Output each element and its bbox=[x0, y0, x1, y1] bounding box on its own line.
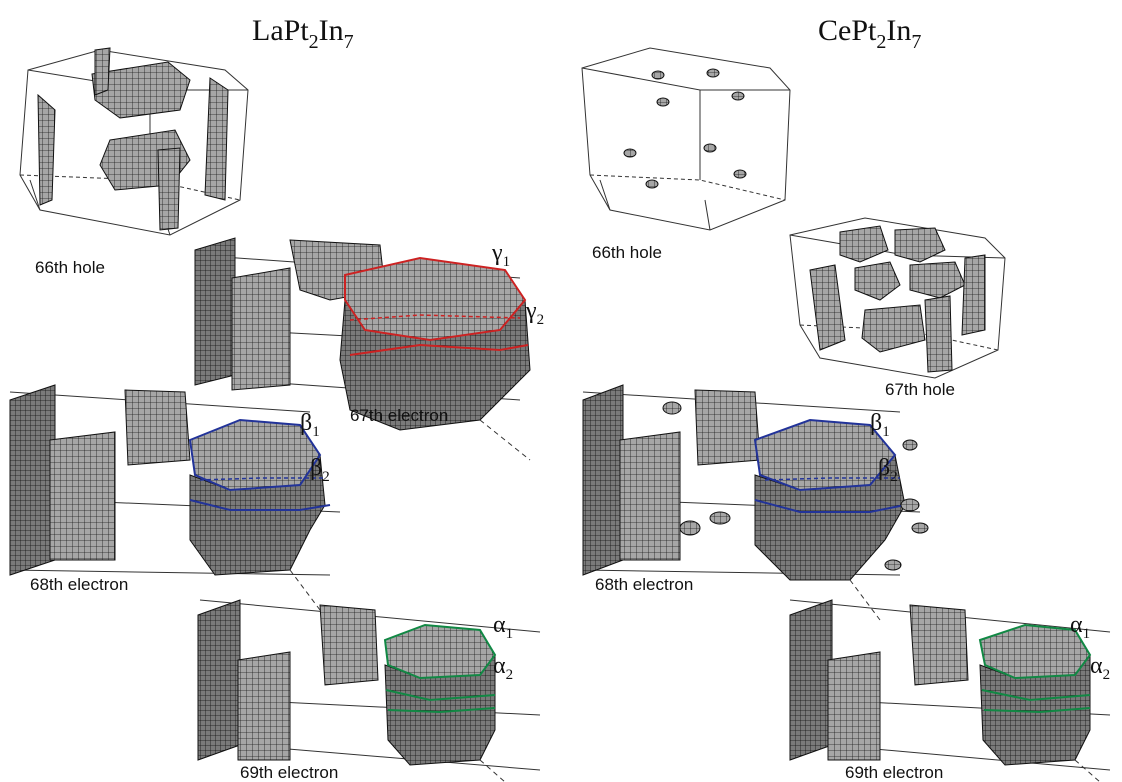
left-67-surface bbox=[194, 237, 531, 461]
left-beta1-label: β1 bbox=[300, 410, 320, 440]
right-alpha2-label: α2 bbox=[1090, 653, 1110, 683]
right-69-surface bbox=[789, 599, 1111, 782]
right-67-surface bbox=[789, 217, 1006, 379]
right-68-label: 68th electron bbox=[595, 575, 693, 594]
left-gamma2-label: γ2 bbox=[525, 298, 544, 328]
left-gamma1-label: γ1 bbox=[491, 240, 510, 270]
right-66-label: 66th hole bbox=[592, 243, 662, 262]
left-alpha2-label: α2 bbox=[493, 653, 513, 683]
right-beta1-label: β1 bbox=[870, 410, 890, 440]
left-beta2-label: β2 bbox=[310, 455, 330, 485]
right-compound-title: CePt2In7 bbox=[818, 14, 921, 53]
right-beta2-label: β2 bbox=[878, 455, 898, 485]
right-66-surface bbox=[581, 47, 791, 231]
left-66-label: 66th hole bbox=[35, 258, 105, 277]
left-alpha1-label: α1 bbox=[493, 612, 513, 642]
left-66-surface bbox=[19, 47, 249, 236]
right-68-surface bbox=[582, 384, 929, 621]
left-68-surface bbox=[9, 384, 341, 611]
left-68-label: 68th electron bbox=[30, 575, 128, 594]
left-compound-title: LaPt2In7 bbox=[252, 14, 354, 53]
right-alpha1-label: α1 bbox=[1070, 612, 1090, 642]
right-67-label: 67th hole bbox=[885, 380, 955, 399]
left-69-label: 69th electron bbox=[240, 763, 338, 782]
left-69-surface bbox=[197, 599, 541, 782]
right-69-label: 69th electron bbox=[845, 763, 943, 782]
left-67-label: 67th electron bbox=[350, 406, 448, 425]
